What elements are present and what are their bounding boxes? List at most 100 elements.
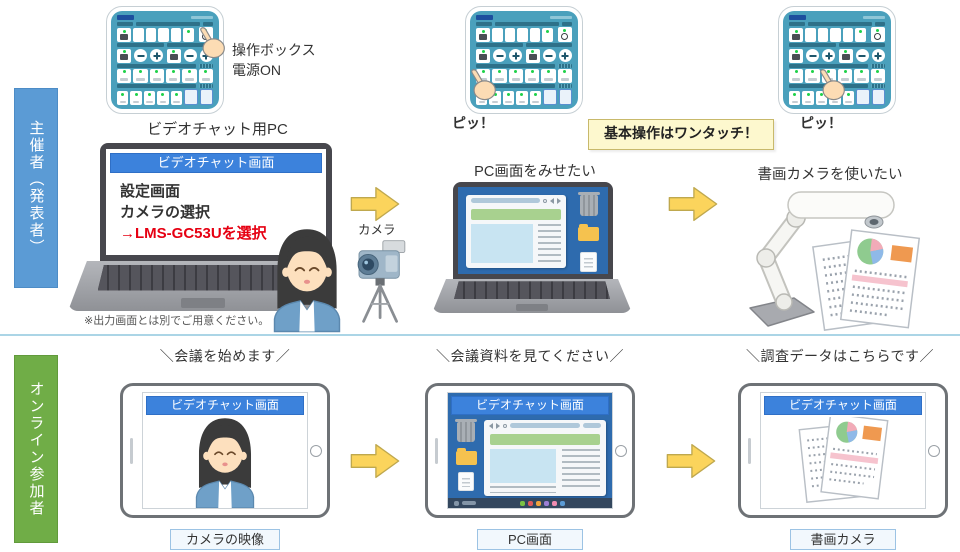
- control-box-1: [106, 6, 225, 114]
- reload-icon: [503, 423, 507, 428]
- camera-choice-line: →LMS-GC53Uを選択: [120, 225, 267, 242]
- videochat-window-titlebar: ビデオチャット画面: [764, 396, 922, 415]
- participant-role-label: オンライン参加者: [27, 381, 45, 517]
- speaker-slot-icon: [435, 437, 438, 464]
- beep-text-right: ピッ！: [800, 115, 842, 131]
- label-document-camera: 書画カメラ: [790, 529, 896, 550]
- speech-step2: ＼会議資料を見てください／: [435, 348, 625, 364]
- output-button: [157, 91, 169, 105]
- back-icon: [489, 422, 493, 429]
- volume-plus-icon: [509, 49, 523, 62]
- speaker-slot-icon: [130, 437, 133, 464]
- back-icon: [550, 197, 554, 204]
- menu-pill: [583, 423, 601, 428]
- browser-toolbar: [466, 195, 566, 206]
- address-bar: [510, 423, 580, 428]
- start-icon: [454, 500, 459, 506]
- output-button: [842, 91, 855, 105]
- home-button-icon: [615, 444, 627, 457]
- page-image-block: [471, 224, 533, 263]
- browser-window: [466, 195, 566, 268]
- preset-button: [789, 28, 803, 43]
- input-button: [789, 68, 804, 83]
- participant-role-bar: オンライン参加者: [14, 355, 58, 543]
- speaker-volume-button: [117, 48, 131, 63]
- speech-step3: ＼調査データはこちらです／: [745, 348, 935, 364]
- output-button: [489, 91, 501, 105]
- tablet-2-screen: ビデオチャット画面: [447, 392, 613, 509]
- mode-button: [871, 89, 885, 105]
- videochat-settings-text: 設定画面 カメラの選択 →LMS-GC53Uを選択: [106, 173, 326, 244]
- mode-button: [543, 89, 557, 105]
- reload-icon: [543, 198, 547, 203]
- app-icon: [536, 500, 541, 506]
- camera-icon: [357, 240, 406, 323]
- blank-button: [517, 28, 528, 43]
- speaker-volume-button: [789, 48, 803, 63]
- control-box-row-outputs: [117, 89, 213, 105]
- keyboard: [97, 264, 309, 291]
- control-box-2-panel: [470, 11, 578, 109]
- input-button: [508, 68, 523, 83]
- blank-button: [529, 28, 541, 43]
- blank-button: [158, 28, 169, 43]
- preset-button: [117, 28, 131, 43]
- camera-select-line: カメラの選択: [120, 204, 211, 221]
- folder-icon: [578, 224, 599, 241]
- step3-title: 書画カメラを使いたい: [757, 167, 903, 183]
- touchpad: [516, 303, 548, 311]
- hand-pointer-icon: [820, 69, 845, 101]
- blank-button: [830, 28, 841, 43]
- videochat-window-titlebar: ビデオチャット画面: [110, 153, 322, 173]
- volume-minus-icon: [183, 49, 197, 62]
- output-button: [802, 91, 814, 105]
- step2-title: PC画面をみせたい: [474, 164, 596, 180]
- forward-icon: [496, 422, 500, 429]
- desktop-laptop-base: [432, 279, 632, 313]
- blank-button: [183, 28, 194, 43]
- input-button: [557, 68, 572, 83]
- browser-toolbar: [484, 420, 606, 431]
- input-button: [149, 68, 164, 83]
- input-button: [524, 68, 540, 83]
- volume-plus-icon: [871, 49, 885, 62]
- output-button: [789, 91, 801, 105]
- input-button: [870, 68, 885, 83]
- blank-button: [170, 28, 182, 43]
- input-button: [837, 68, 853, 83]
- control-box-2: [465, 6, 583, 114]
- output-button: [117, 91, 129, 105]
- app-icon: [544, 500, 549, 506]
- preset-button: [476, 28, 490, 43]
- tablet-1-screen: ビデオチャット画面: [142, 392, 308, 509]
- input-button: [805, 68, 820, 83]
- mode-button: [199, 89, 213, 105]
- page-banner: [471, 209, 561, 220]
- label-camera-feed: カメラの映像: [170, 529, 280, 550]
- blank-button: [842, 28, 854, 43]
- output-button: [143, 91, 156, 105]
- mode-button: [184, 89, 198, 105]
- output-button: [502, 91, 515, 105]
- file-icon: [581, 253, 596, 271]
- file-icon: [459, 473, 473, 490]
- brand-logo-icon: [476, 15, 493, 20]
- app-icon: [552, 500, 557, 506]
- tablet-3-screen: ビデオチャット画面: [760, 392, 926, 509]
- arrow-right-icon: [668, 186, 718, 222]
- blank-button: [504, 28, 516, 43]
- volume-minus-icon: [493, 49, 507, 62]
- survey-documents: [812, 229, 921, 332]
- host-role-bar: 主催者（発表者）: [14, 88, 58, 288]
- folder-icon: [456, 448, 477, 465]
- videochat-pc-title: ビデオチャット用PC: [147, 121, 288, 138]
- output-button: [529, 91, 542, 105]
- volume-minus-icon: [855, 49, 869, 62]
- volume-minus-icon: [134, 49, 148, 62]
- volume-plus-icon: [558, 49, 572, 62]
- brand-logo-icon: [789, 15, 806, 20]
- brand-logo-icon: [117, 15, 134, 20]
- control-box-caption: 操作ボックス 電源ON: [232, 42, 316, 78]
- page-text-lines: [562, 449, 600, 489]
- mic-volume-button: [838, 48, 853, 63]
